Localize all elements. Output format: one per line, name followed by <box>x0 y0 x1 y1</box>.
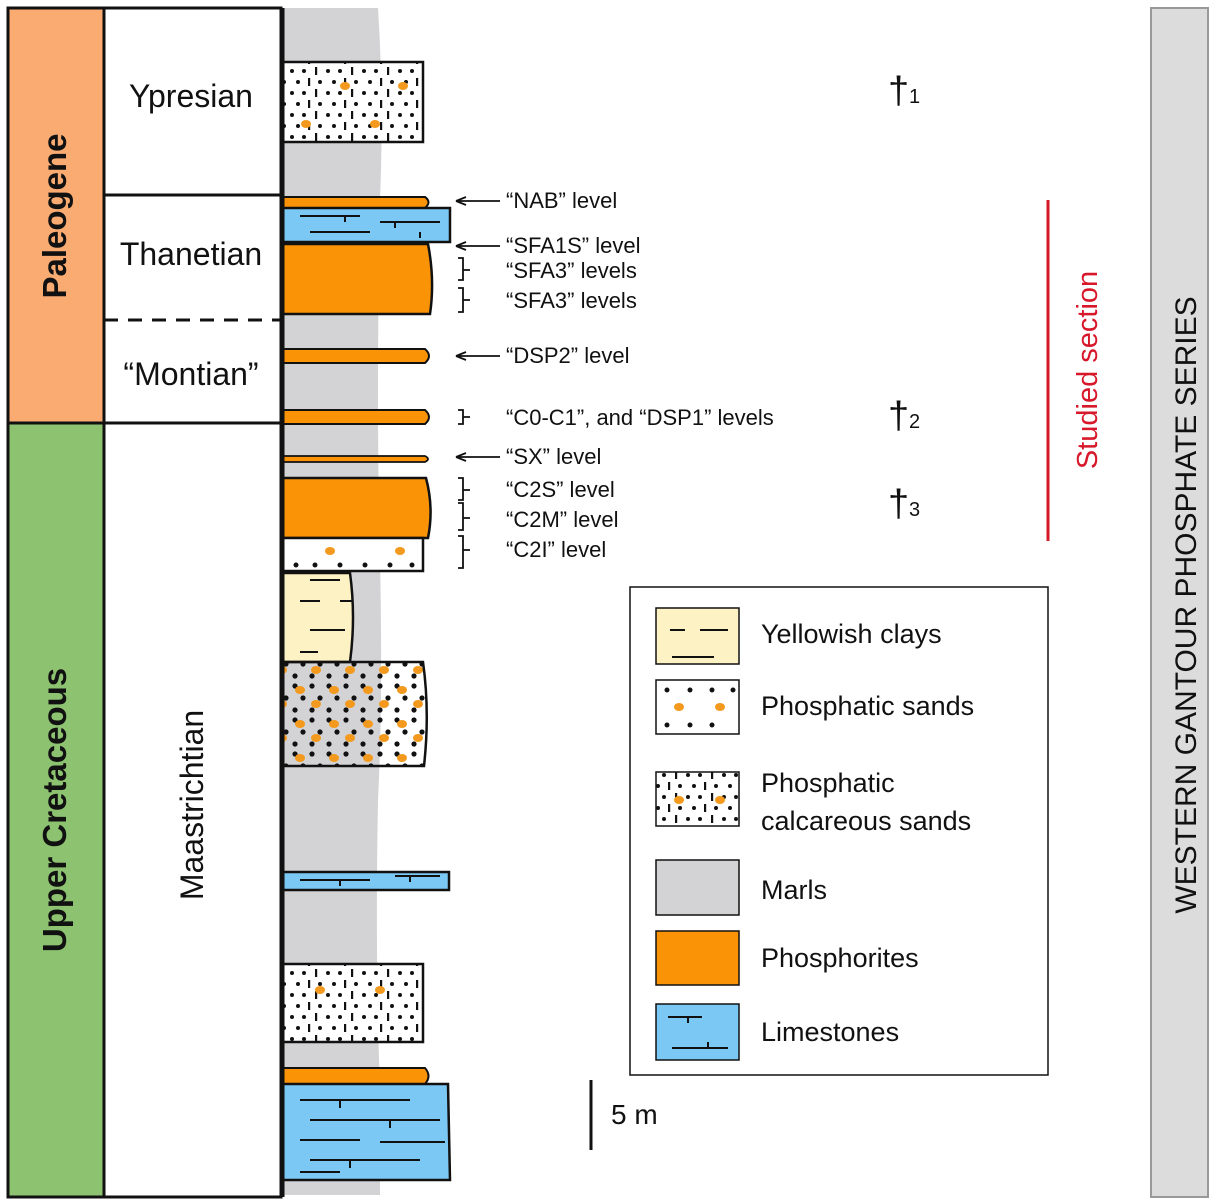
layer-phosphorite-sfa <box>281 242 434 316</box>
legend-label-phosphatic-calcareous-sands-line2: calcareous sands <box>761 806 971 836</box>
layer-calcareous-sands-2-pattern <box>283 964 423 1042</box>
layer-phosphorite-bottom <box>282 1067 430 1085</box>
grain-dot <box>730 687 736 693</box>
level-label-c2s: “C2S” level <box>506 477 615 502</box>
limestone-mark <box>668 1016 728 1049</box>
level-label-c2m: “C2M” level <box>506 507 618 532</box>
level-label-dsp2: “DSP2” level <box>506 343 629 368</box>
lithological-column <box>281 8 452 1197</box>
period-band-upper-cretaceous <box>6 421 106 1199</box>
period-label-paleogene: Paleogene <box>36 133 73 298</box>
grain <box>370 120 380 128</box>
legend-swatch-phosphorites <box>655 930 740 986</box>
extinction-subscript: 2 <box>909 411 920 433</box>
stage-column <box>102 6 283 1199</box>
stage-label-ypresian: Ypresian <box>129 78 253 114</box>
level-label-c2i: “C2I” level <box>506 537 606 562</box>
limestone-mark <box>300 1099 445 1173</box>
dagger-icon: † <box>888 70 909 112</box>
grain-dot <box>687 722 693 728</box>
grain-dot <box>409 562 415 568</box>
grain-dot <box>664 687 670 693</box>
grain-dot <box>362 562 368 568</box>
level-markers <box>455 196 500 569</box>
extinction-subscript: 3 <box>909 499 920 521</box>
legend-label-marls: Marls <box>761 875 827 905</box>
clay-mark <box>300 579 352 653</box>
extinction-marker-1: † 1 <box>888 70 920 112</box>
extinction-marker-3: † 3 <box>888 483 920 525</box>
grain <box>395 547 405 555</box>
series-label: WESTERN GANTOUR PHOSPHATE SERIES <box>1170 296 1203 913</box>
layer-yellowish-clays <box>281 571 355 664</box>
grain <box>301 120 311 128</box>
legend-label-phosphorites: Phosphorites <box>761 943 919 973</box>
grain <box>715 703 725 711</box>
limestone-mark <box>300 875 440 886</box>
grain <box>715 796 725 804</box>
grain <box>398 82 408 90</box>
grain-dot <box>709 687 715 693</box>
grain <box>375 986 385 994</box>
grain-dot <box>337 562 343 568</box>
studied-section-label: Studied section <box>1072 271 1104 469</box>
layer-limestone-1 <box>281 206 452 244</box>
extinction-subscript: 1 <box>909 86 920 108</box>
legend-label-yellowish-clays: Yellowish clays <box>761 619 942 649</box>
grain-dot <box>293 562 299 568</box>
limestone-mark <box>300 215 440 238</box>
level-label-sfa3-lower: “SFA3” levels <box>506 288 637 313</box>
stage-label-montian: “Montian” <box>123 356 258 392</box>
layer-phosphorite-dsp2 <box>282 348 430 364</box>
layer-phosphorite-c0-c1 <box>282 409 430 425</box>
dagger-icon: † <box>888 395 909 437</box>
clay-mark <box>670 629 728 658</box>
grain-dot <box>387 562 393 568</box>
stage-label-maastrichtian: Maastrichtian <box>174 710 210 900</box>
legend-swatch-limestones <box>655 1003 740 1061</box>
legend-swatch-marls <box>655 859 740 916</box>
period-band-paleogene <box>6 6 106 425</box>
level-label-c0-c1-dsp1: “C0-C1”, and “DSP1” levels <box>506 405 774 430</box>
grain-dot <box>709 722 715 728</box>
dagger-icon: † <box>888 483 909 525</box>
level-label-sx: “SX” level <box>506 444 601 469</box>
layer-phosphorite-sx <box>282 455 429 463</box>
extinction-marker-2: † 2 <box>888 395 920 437</box>
legend: Yellowish clays Phosphatic sands Phospha… <box>629 586 1049 1076</box>
grain <box>315 986 325 994</box>
legend-label-limestones: Limestones <box>761 1017 899 1047</box>
legend-swatch-phosphatic-calcareous-sands-pattern <box>656 772 739 826</box>
layer-phosphorite-c2 <box>281 476 432 540</box>
scale-label: 5 m <box>611 1099 658 1130</box>
legend-label-phosphatic-sands: Phosphatic sands <box>761 691 974 721</box>
legend-frame <box>629 586 1049 1076</box>
grain-dot <box>687 687 693 693</box>
grain <box>340 82 350 90</box>
grain-dot <box>312 562 318 568</box>
level-label-sfa3-upper: “SFA3” levels <box>506 258 637 283</box>
legend-swatch-yellowish-clays <box>655 607 740 665</box>
grain <box>674 703 684 711</box>
layer-phosphatic-sands-2 <box>281 660 429 768</box>
grain <box>674 796 684 804</box>
layer-phosphorite-nab <box>282 196 430 209</box>
period-label-upper-cretaceous: Upper Cretaceous <box>36 668 73 952</box>
legend-swatch-phosphatic-sands <box>655 679 740 735</box>
grain <box>325 547 335 555</box>
layer-calcareous-sands-1-pattern <box>283 62 423 142</box>
layer-limestone-3 <box>281 1082 452 1182</box>
series-panel <box>1150 7 1209 1198</box>
level-label-nab: “NAB” level <box>506 188 617 213</box>
level-label-sfa1s: “SFA1S” level <box>506 233 641 258</box>
stage-label-thanetian: Thanetian <box>120 236 262 272</box>
legend-label-phosphatic-calcareous-sands-line1: Phosphatic <box>761 768 895 798</box>
grain-dot <box>664 722 670 728</box>
